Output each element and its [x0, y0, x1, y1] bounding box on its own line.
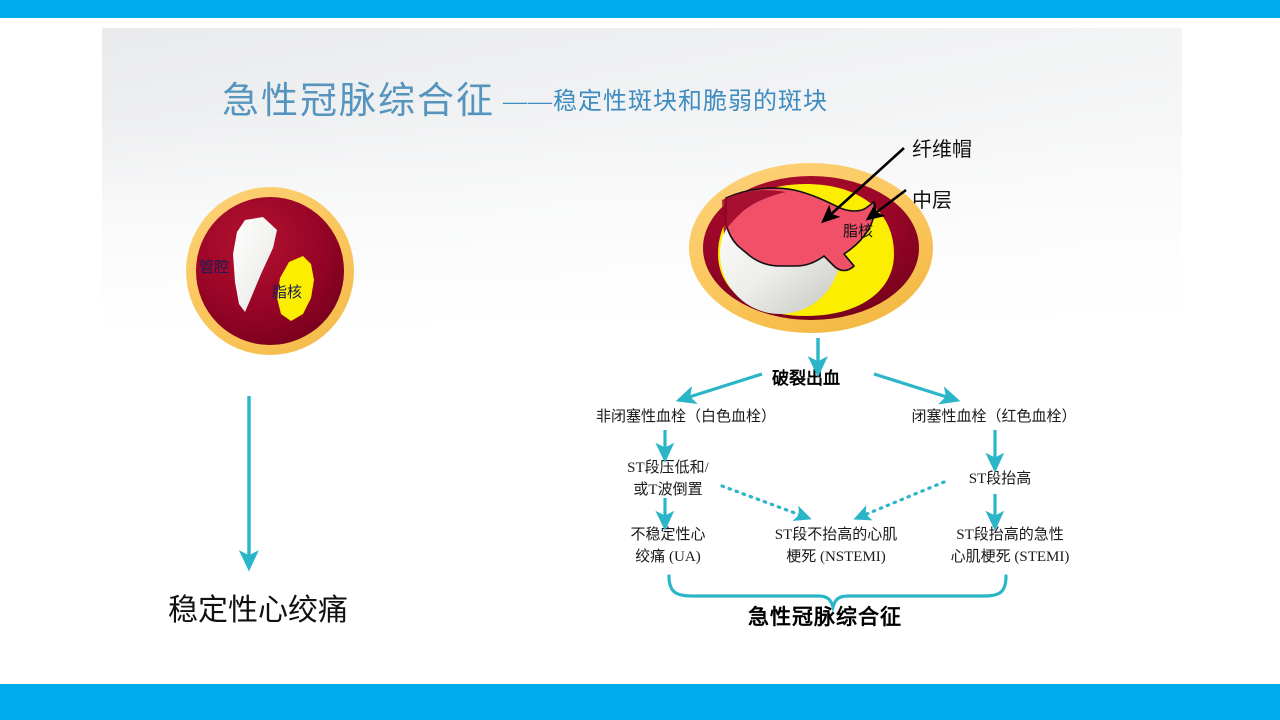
branch-left-label: 非闭塞性血栓（白色血栓）: [595, 409, 776, 425]
branch-right-label: 闭塞性血栓（红色血栓）: [911, 409, 1077, 425]
bottom-accent-bar: [0, 684, 1280, 720]
title-main-text: 急性冠脉综合征: [222, 81, 495, 122]
outcome-stemi-label: ST段抬高的急性 心肌梗死 (STEMI): [950, 527, 1070, 565]
vulnerable-plaque-diagram: [689, 163, 933, 333]
stable-plaque-diagram: [186, 187, 354, 355]
vessel-wall: [196, 197, 344, 345]
ecg-right-label: ST段抬高: [968, 471, 1032, 487]
media-layer-label: 中层: [912, 190, 952, 212]
plaque-shadow: [722, 190, 786, 234]
lumen-shape: [233, 217, 277, 312]
stable-lumen-label: 管腔: [199, 260, 230, 276]
outcome-ua-label: 不稳定性心 绞痛 (UA): [630, 527, 706, 565]
acs-summary-label: 急性冠脉综合征: [748, 605, 902, 629]
stable-lipid-core-label: 脂核: [272, 285, 303, 301]
rupture-label: 破裂出血: [772, 369, 840, 388]
slide-title: 急性冠脉综合征 ——稳定性斑块和脆弱的斑块: [222, 70, 828, 124]
vulnerable-lipid-core-label: 脂核: [843, 224, 874, 240]
stable-angina-label: 稳定性心绞痛: [168, 594, 348, 627]
outcome-nstemi-label: ST段不抬高的心肌 梗死 (NSTEMI): [774, 527, 898, 565]
top-accent-bar: [0, 0, 1280, 18]
ecg-left-label: ST段压低和/ 或T波倒置: [627, 460, 709, 498]
title-subtitle-text: ——稳定性斑块和脆弱的斑块: [503, 89, 828, 115]
lipid-core-shape: [277, 256, 314, 321]
fibrous-cap-label: 纤维帽: [912, 139, 972, 161]
